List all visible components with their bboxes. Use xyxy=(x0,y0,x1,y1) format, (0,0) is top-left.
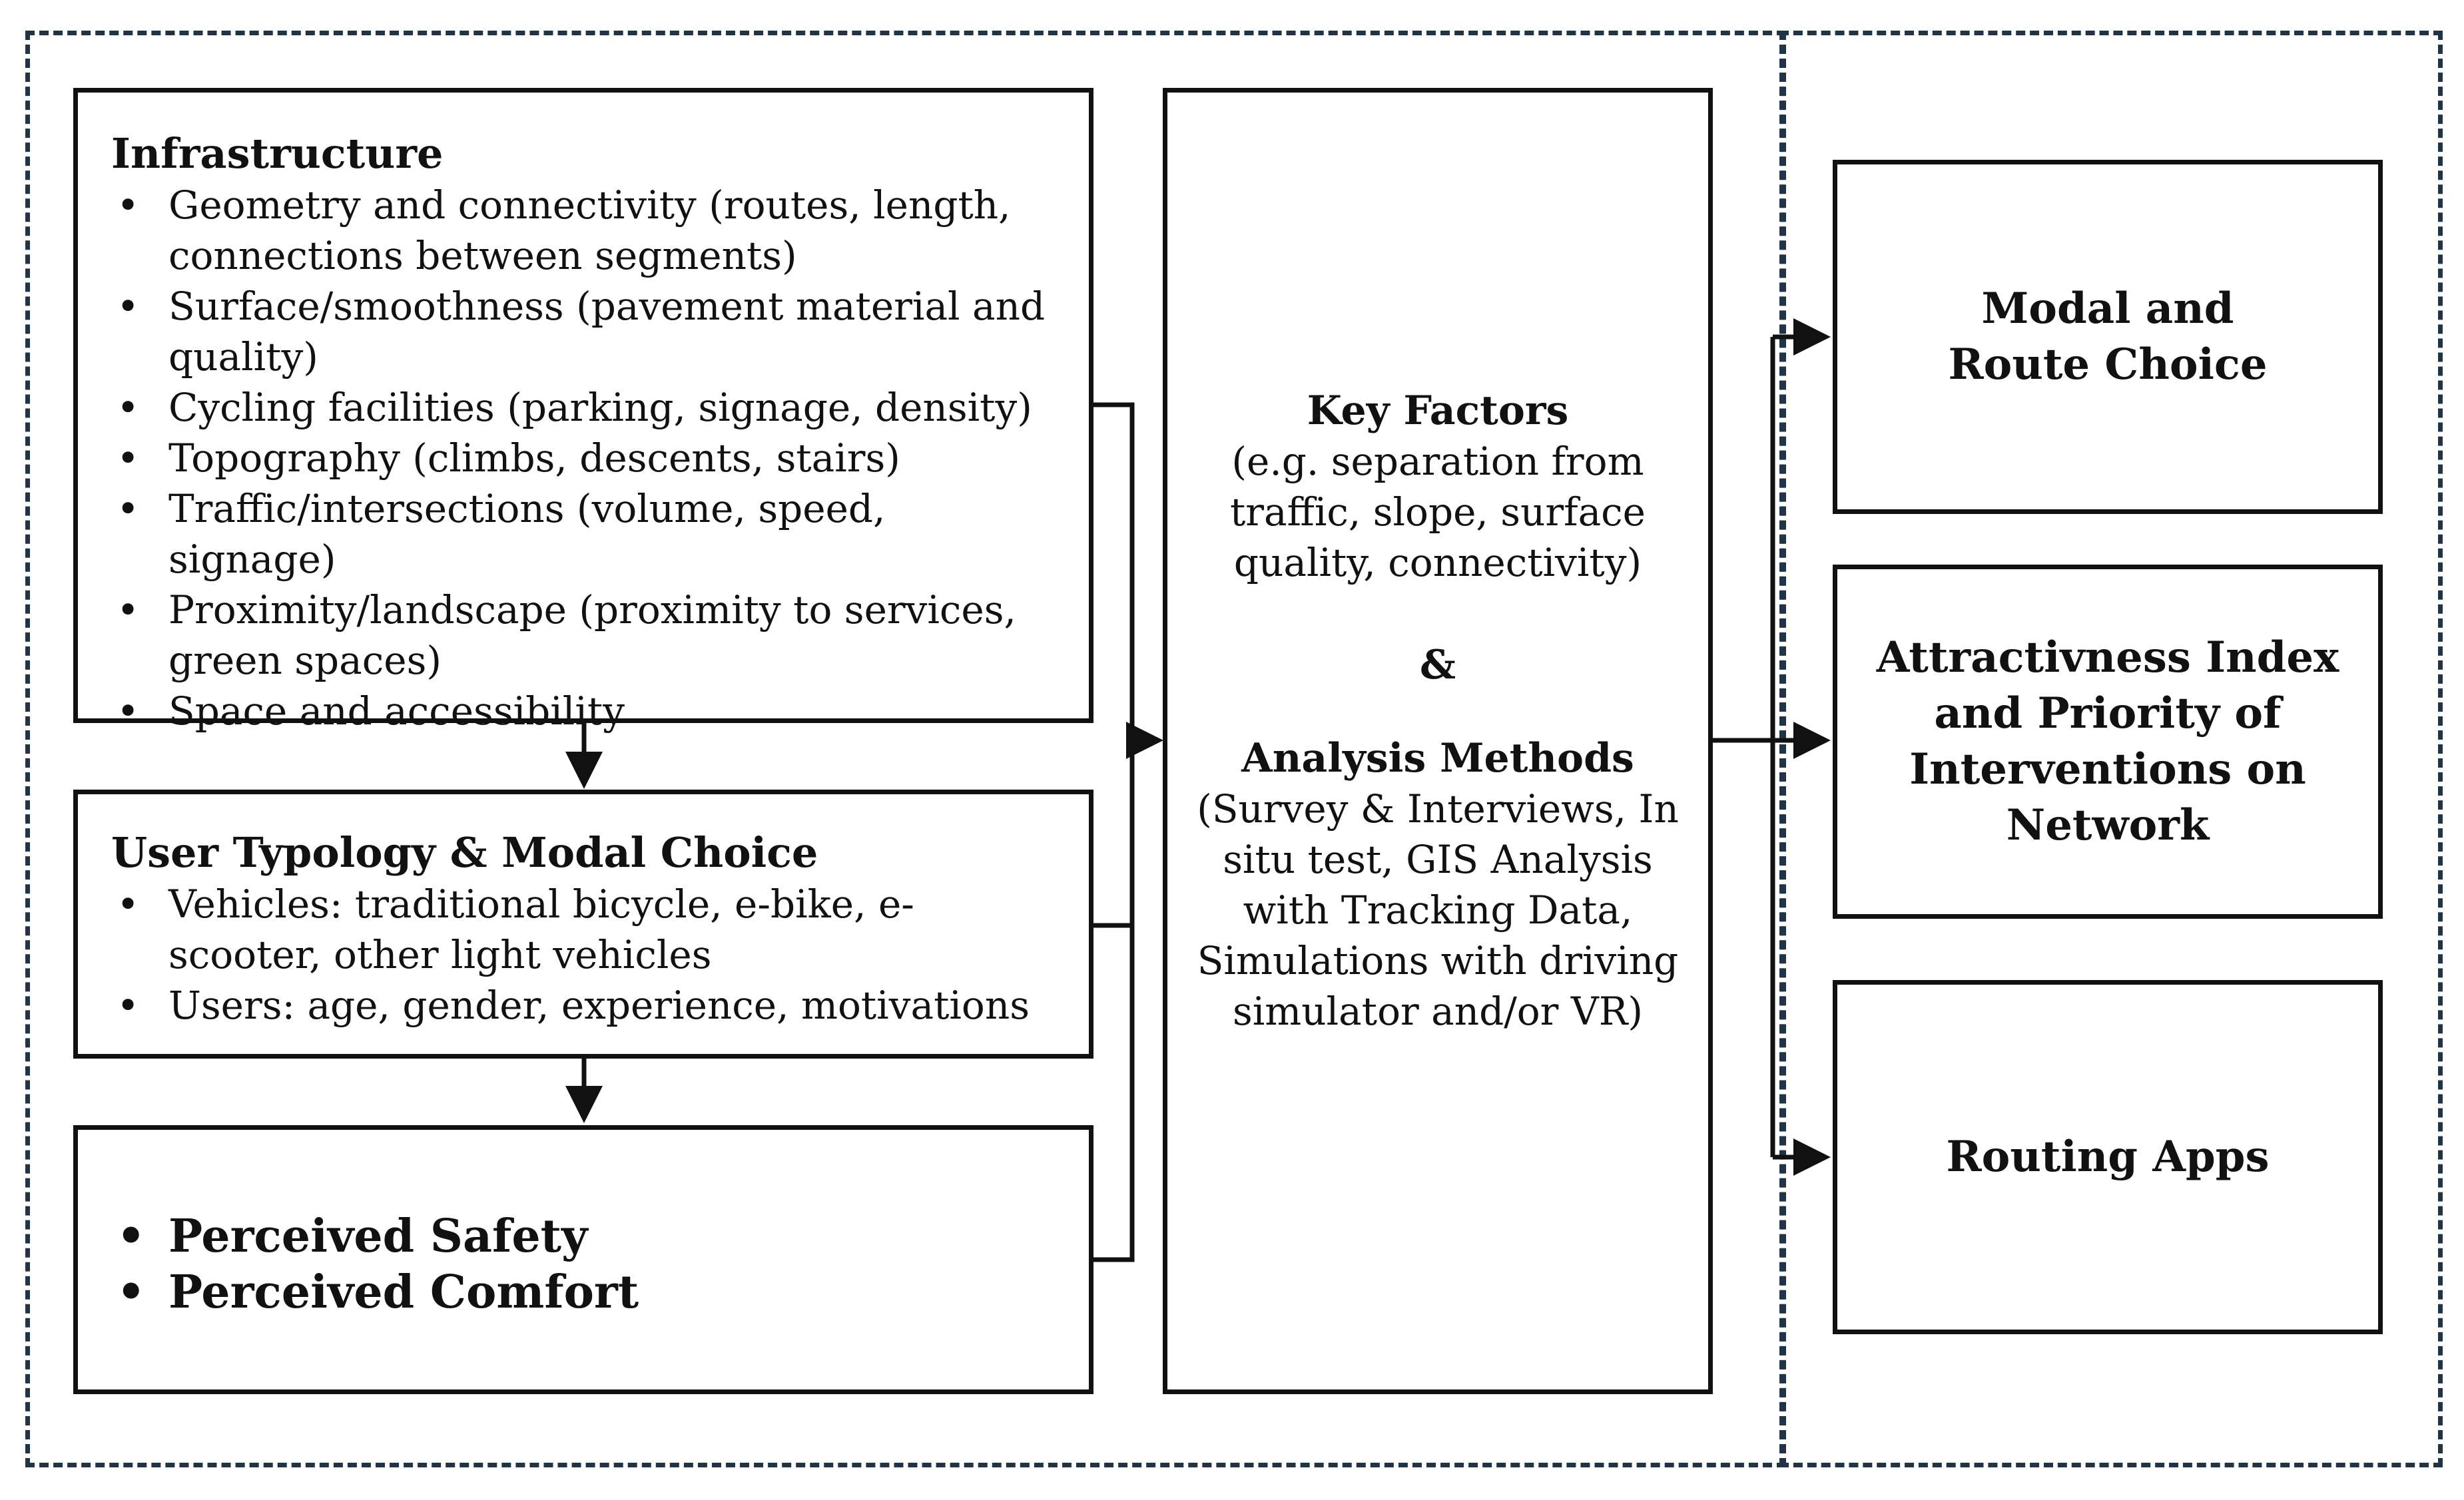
modal-route-text: Modal and Route Choice xyxy=(1948,284,2268,389)
analysis-methods-text: (Survey & Interviews, In situ test, GIS … xyxy=(1197,786,1679,1034)
infrastructure-item: Topography (climbs, descents, stairs) xyxy=(111,433,1049,483)
attractiveness-text: Attractivness Index and Priority of Inte… xyxy=(1876,632,2339,850)
user-typology-item: Vehicles: traditional bicycle, e-bike, e… xyxy=(111,879,1049,980)
user-typology-title: User Typology & Modal Choice xyxy=(111,828,818,877)
infrastructure-item: Proximity/landscape (proximity to servic… xyxy=(111,585,1049,686)
key-factors-box: Key Factors (e.g. separation from traffi… xyxy=(1163,88,1713,1394)
infrastructure-item: Space and accessibility xyxy=(111,686,1049,736)
perceived-safety-item: Perceived Safety xyxy=(111,1208,1049,1264)
routing-apps-text: Routing Apps xyxy=(1946,1132,2270,1182)
analysis-methods-title: Analysis Methods xyxy=(1241,735,1634,782)
key-factors-text: (e.g. separation from traffic, slope, su… xyxy=(1230,439,1646,585)
infrastructure-item: Cycling facilities (parking, signage, de… xyxy=(111,382,1049,433)
key-factors-title: Key Factors xyxy=(1307,387,1569,434)
perceived-comfort-item: Perceived Comfort xyxy=(111,1264,1049,1320)
infrastructure-item: Geometry and connectivity (routes, lengt… xyxy=(111,180,1049,281)
routing-apps-box: Routing Apps xyxy=(1833,980,2383,1334)
infrastructure-item: Traffic/intersections (volume, speed, si… xyxy=(111,483,1049,585)
perceived-list: Perceived Safety Perceived Comfort xyxy=(111,1208,1049,1320)
user-typology-list: Vehicles: traditional bicycle, e-bike, e… xyxy=(111,879,1049,1031)
infrastructure-title: Infrastructure xyxy=(111,129,444,178)
ampersand: & xyxy=(1419,642,1456,688)
infrastructure-box: Infrastructure Geometry and connectivity… xyxy=(73,88,1093,736)
modal-route-box: Modal and Route Choice xyxy=(1833,160,2383,514)
infrastructure-list: Geometry and connectivity (routes, lengt… xyxy=(111,180,1049,736)
perceived-box: Perceived Safety Perceived Comfort xyxy=(73,1125,1093,1394)
attractiveness-box: Attractivness Index and Priority of Inte… xyxy=(1833,565,2383,919)
bracket-connector xyxy=(1092,402,1135,1262)
user-typology-box: User Typology & Modal Choice Vehicles: t… xyxy=(73,790,1093,1059)
user-typology-item: Users: age, gender, experience, motivati… xyxy=(111,980,1049,1031)
right-group-frame xyxy=(1779,31,2443,1467)
infrastructure-item: Surface/smoothness (pavement material an… xyxy=(111,281,1049,382)
